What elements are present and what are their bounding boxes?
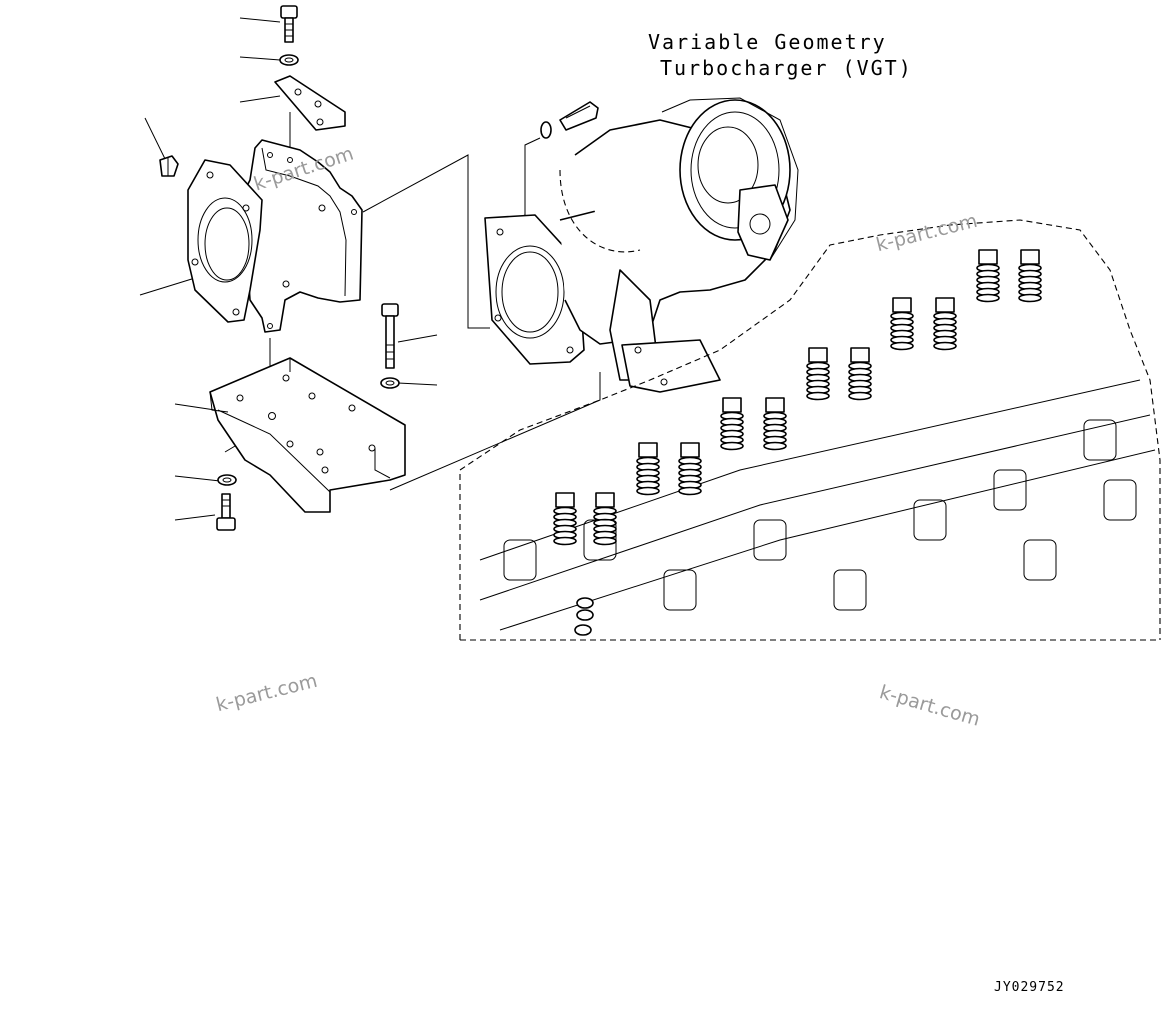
bolt-long — [381, 303, 399, 369]
leader-support — [174, 403, 216, 411]
exhaust-elbow — [187, 139, 363, 333]
valve-spring — [678, 442, 702, 496]
valve-spring — [933, 297, 957, 351]
leader-elbow — [139, 277, 196, 296]
valve-spring — [1018, 249, 1042, 303]
cylinder-port — [753, 519, 787, 561]
washer-lower — [217, 474, 237, 486]
leader-plug — [144, 117, 169, 166]
caption-line-2: Turbocharger (VGT) — [660, 56, 913, 80]
valve-spring — [636, 442, 660, 496]
seal-ring — [574, 624, 592, 636]
caption-line-1: Variable Geometry — [648, 30, 887, 54]
assembly-line-support — [389, 372, 601, 491]
bracket-plate — [274, 75, 346, 131]
assembly-line-elbow — [362, 154, 490, 329]
cylinder-port — [583, 519, 617, 561]
cylinder-port — [663, 569, 697, 611]
washer-top — [279, 54, 299, 66]
valve-spring — [976, 249, 1000, 303]
valve-spring — [763, 397, 787, 451]
leader-bracket-plate — [239, 95, 281, 103]
bolt-lower — [216, 493, 236, 531]
cylinder-port — [1083, 419, 1117, 461]
leader-top-washer — [239, 56, 281, 61]
valve-spring — [806, 347, 830, 401]
valve-spring — [890, 297, 914, 351]
valve-spring — [720, 397, 744, 451]
leader-top-bolt — [239, 17, 281, 23]
cylinder-port — [1103, 479, 1137, 521]
cylinder-port — [503, 539, 537, 581]
reference-code: JY029752 — [994, 980, 1065, 995]
support-bracket — [209, 357, 406, 513]
leader-lower-bolt — [174, 514, 216, 521]
leader-right-washer — [397, 382, 438, 386]
assembly-line-turbo-washer — [509, 137, 541, 223]
bolt-top — [280, 5, 298, 43]
plug — [159, 155, 179, 177]
turbocharger — [484, 97, 799, 393]
valve-spring — [593, 492, 617, 546]
valve-spring — [553, 492, 577, 546]
cylinder-port — [1023, 539, 1057, 581]
leader-long-bolt — [397, 334, 438, 343]
seal-ring — [576, 609, 594, 621]
valve-springs — [553, 249, 1042, 546]
cylinder-port — [833, 569, 867, 611]
cylinder-port — [993, 469, 1027, 511]
valve-spring — [848, 347, 872, 401]
cylinder-port — [913, 499, 947, 541]
leader-lower-washer — [174, 475, 221, 482]
seal-ring — [576, 597, 594, 609]
washer-right — [380, 377, 400, 389]
cylinder-ports — [503, 419, 1137, 636]
